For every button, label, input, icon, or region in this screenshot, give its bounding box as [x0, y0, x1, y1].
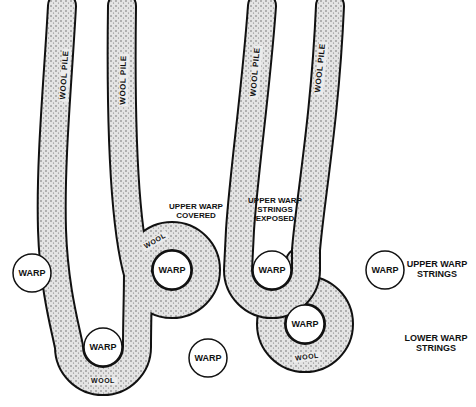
warp-label: WARP: [259, 265, 286, 275]
yarn-fill: [52, 6, 206, 381]
warp-circle: WARP: [152, 250, 192, 290]
callout-label: UPPER WARP COVERED: [165, 203, 227, 221]
warp-circle: WARP: [83, 327, 123, 367]
warp-label: WARP: [159, 265, 186, 275]
callout-label: UPPER WARP STRINGS EXPOSED: [247, 197, 303, 223]
yarn-label: WOOL PILE: [119, 53, 129, 106]
warp-label: WARP: [90, 342, 117, 352]
yarn-outline: [52, 6, 206, 381]
yarn-label: WOOL: [89, 377, 117, 385]
warp-circle: WARP: [252, 250, 292, 290]
warp-label: WARP: [372, 265, 399, 275]
row-label: UPPER WARP STRINGS: [404, 260, 470, 280]
warp-circle: WARP: [365, 250, 405, 290]
warp-label: WARP: [292, 319, 319, 329]
warp-label: WARP: [195, 353, 222, 363]
yarn-outline: [238, 6, 330, 304]
yarn-fill: [238, 6, 330, 304]
warp-circle: WARP: [188, 338, 228, 378]
warp-circle: WARP: [12, 253, 52, 293]
warp-label: WARP: [19, 268, 46, 278]
row-label: LOWER WARP STRINGS: [403, 334, 469, 354]
warp-circle: WARP: [285, 304, 325, 344]
